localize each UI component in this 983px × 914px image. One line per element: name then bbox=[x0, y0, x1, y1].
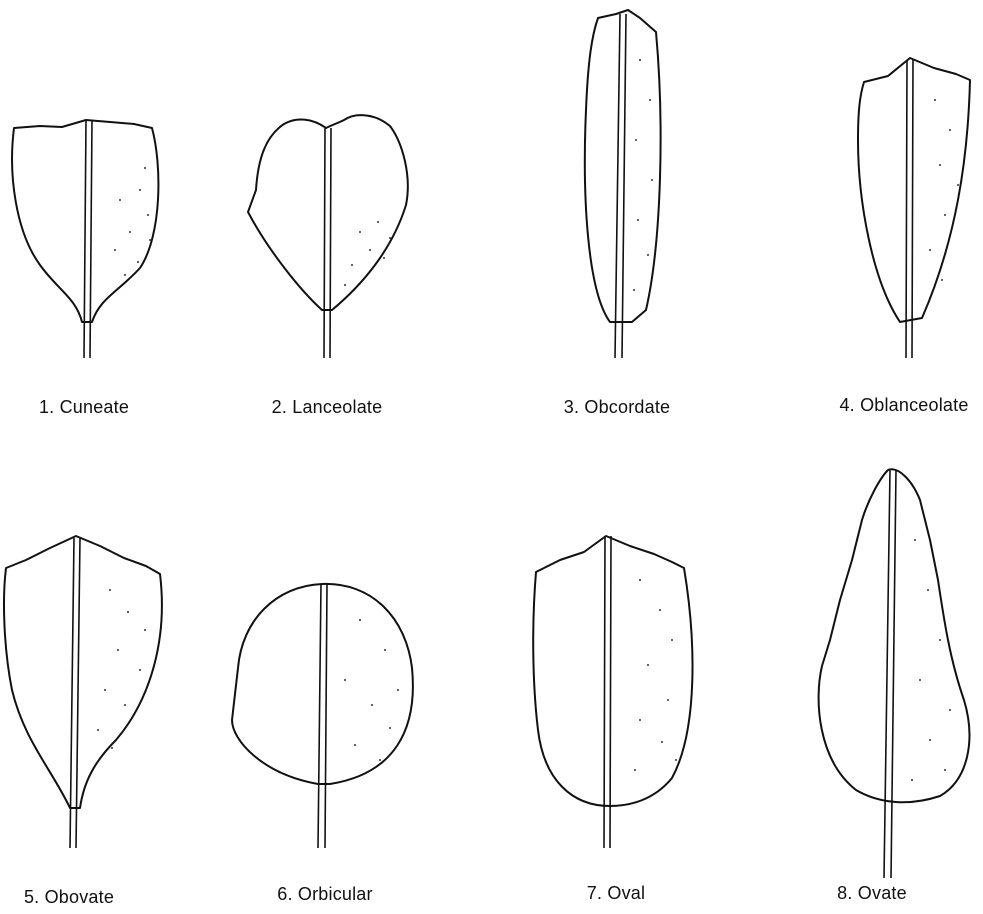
leaf-obovate-stipple bbox=[97, 589, 146, 749]
leaf-oval bbox=[533, 536, 692, 848]
leaf-obovate-midrib bbox=[70, 538, 80, 848]
leaf-oval-midrib bbox=[604, 536, 611, 848]
caption-oval: 7. Oval bbox=[587, 883, 645, 904]
leaf-obcordate-midrib bbox=[615, 14, 626, 358]
leaf-orbicular bbox=[232, 584, 413, 848]
leaf-oblanceolate bbox=[858, 58, 970, 358]
caption-obovate: 5. Obovate bbox=[24, 887, 114, 908]
leaf-orbicular-stipple bbox=[344, 619, 399, 761]
leaf-obovate-outline bbox=[4, 536, 162, 808]
leaf-obovate bbox=[4, 536, 162, 848]
caption-ovate: 8. Ovate bbox=[837, 883, 907, 904]
caption-oblanceolate: 4. Oblanceolate bbox=[839, 395, 968, 416]
leaf-oval-stipple bbox=[634, 579, 677, 771]
leaf-oval-outline bbox=[533, 536, 692, 806]
leaf-obcordate-stipple bbox=[633, 59, 653, 291]
caption-cuneate: 1. Cuneate bbox=[39, 397, 129, 418]
leaf-oblanceolate-midrib bbox=[906, 60, 913, 358]
caption-orbicular: 6. Orbicular bbox=[277, 884, 372, 905]
leaf-lanceolate-midrib bbox=[324, 128, 331, 358]
leaf-oblanceolate-outline bbox=[858, 58, 970, 322]
leaf-obcordate bbox=[585, 10, 661, 358]
leaf-lanceolate bbox=[248, 115, 408, 358]
leaf-lanceolate-outline bbox=[248, 115, 408, 310]
leaf-orbicular-outline bbox=[232, 584, 413, 784]
leaf-orbicular-midrib bbox=[318, 584, 327, 848]
leaf-ovate-stipple bbox=[911, 539, 951, 781]
leaf-ovate-midrib bbox=[884, 470, 896, 878]
leaf-ovate bbox=[819, 469, 970, 878]
caption-obcordate: 3. Obcordate bbox=[564, 397, 670, 418]
caption-lanceolate: 2. Lanceolate bbox=[272, 397, 383, 418]
leaf-cuneate bbox=[12, 120, 158, 358]
